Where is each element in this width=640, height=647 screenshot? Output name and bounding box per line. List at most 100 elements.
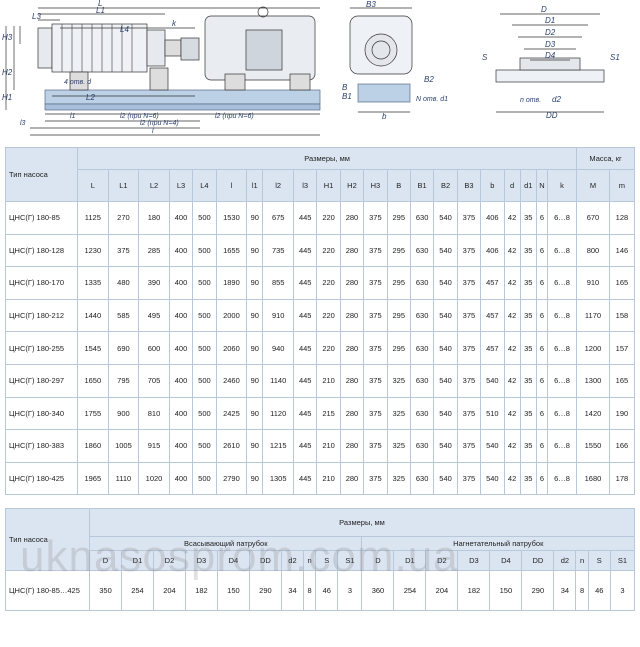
svg-text:l2 (при N=6): l2 (при N=6) bbox=[215, 113, 254, 120]
col-sub-header: L4 bbox=[192, 169, 217, 202]
dim-cell: 630 bbox=[409, 298, 435, 333]
svg-text:l1: l1 bbox=[70, 113, 76, 120]
dim-cell: 445 bbox=[292, 396, 318, 431]
dim-cell: 735 bbox=[262, 233, 294, 268]
col-sub-header: D bbox=[361, 550, 395, 571]
dim-cell: 540 bbox=[433, 233, 458, 268]
dim-cell: 375 bbox=[363, 396, 388, 431]
col-dims-header: Размеры, мм bbox=[76, 147, 578, 170]
dim-cell: 280 bbox=[339, 429, 365, 463]
col-sub-header: B2 bbox=[433, 169, 458, 202]
pump-type-cell: ЦНС(Г) 180-85…425 bbox=[5, 570, 90, 611]
dim-cell: 1230 bbox=[77, 233, 109, 268]
dim-cell: 35 bbox=[519, 233, 537, 268]
dim-cell: 2060 bbox=[215, 331, 248, 365]
dim-cell: 1110 bbox=[107, 461, 140, 496]
dim-cell: 500 bbox=[192, 331, 217, 365]
dim-cell: 215 bbox=[316, 396, 341, 431]
dim-cell: 375 bbox=[363, 331, 388, 365]
dim-cell: 295 bbox=[386, 201, 411, 235]
dim-cell: 630 bbox=[409, 266, 435, 300]
svg-text:D: D bbox=[541, 5, 547, 14]
dim-cell: 270 bbox=[107, 201, 140, 235]
dim-cell: 325 bbox=[386, 429, 411, 463]
svg-text:4 отв. d: 4 отв. d bbox=[64, 79, 92, 86]
dim-cell: 6 bbox=[535, 201, 548, 235]
svg-text:d2: d2 bbox=[552, 95, 561, 104]
dim-cell: 375 bbox=[456, 461, 482, 496]
dim-cell: 35 bbox=[519, 201, 537, 235]
col-sub-header: L3 bbox=[168, 169, 194, 202]
svg-text:B1: B1 bbox=[342, 92, 352, 101]
dim-cell: 6 bbox=[535, 233, 548, 268]
dim-cell: 1020 bbox=[138, 461, 170, 496]
dim-cell: 585 bbox=[107, 298, 140, 333]
dim-cell: 1530 bbox=[215, 201, 248, 235]
dim-cell: 254 bbox=[393, 570, 427, 611]
col-sub-header: D1 bbox=[120, 550, 154, 571]
col-sub-header: L bbox=[77, 169, 109, 202]
dim-cell: 375 bbox=[363, 201, 388, 235]
svg-text:l2 (при N=6): l2 (при N=6) bbox=[120, 113, 159, 120]
dim-cell: 220 bbox=[316, 233, 341, 268]
dim-cell: 1545 bbox=[77, 331, 109, 365]
dim-cell: 280 bbox=[339, 201, 365, 235]
dim-cell: 630 bbox=[409, 233, 435, 268]
col-sub-header: d2 bbox=[280, 550, 305, 571]
mass-cell: 165 bbox=[608, 266, 636, 300]
dim-cell: 375 bbox=[456, 201, 482, 235]
dim-cell: 34 bbox=[280, 570, 305, 611]
dim-cell: 6…8 bbox=[546, 201, 578, 235]
dim-cell: 46 bbox=[587, 570, 611, 611]
dim-cell: 6…8 bbox=[546, 363, 578, 398]
dim-cell: 1140 bbox=[262, 363, 294, 398]
dim-cell: 1005 bbox=[107, 429, 140, 463]
col-sub-header: L1 bbox=[107, 169, 140, 202]
dim-cell: 540 bbox=[433, 201, 458, 235]
dim-cell: 1335 bbox=[77, 266, 109, 300]
t2-col-dims-header: Размеры, мм bbox=[89, 508, 635, 537]
dim-cell: 375 bbox=[456, 396, 482, 431]
col-sub-header: l3 bbox=[292, 169, 318, 202]
mass-cell: 1550 bbox=[576, 429, 610, 463]
dim-cell: 630 bbox=[409, 461, 435, 496]
dim-cell: 42 bbox=[503, 298, 521, 333]
dim-cell: 6…8 bbox=[546, 461, 578, 496]
dim-cell: 445 bbox=[292, 298, 318, 333]
dim-cell: 295 bbox=[386, 266, 411, 300]
pump-type-cell: ЦНС(Г) 180-425 bbox=[5, 461, 78, 496]
dim-cell: 900 bbox=[107, 396, 140, 431]
dim-cell: 1755 bbox=[77, 396, 109, 431]
col-sub-header: B1 bbox=[409, 169, 435, 202]
dim-cell: 1305 bbox=[262, 461, 294, 496]
dim-cell: 220 bbox=[316, 266, 341, 300]
svg-text:b: b bbox=[382, 112, 387, 121]
dim-cell: 375 bbox=[363, 298, 388, 333]
col-sub-header: k bbox=[546, 169, 578, 202]
col-sub-header: B bbox=[386, 169, 411, 202]
svg-text:l2 (при N=4): l2 (при N=4) bbox=[140, 120, 179, 127]
svg-text:B: B bbox=[342, 83, 348, 92]
dim-cell: 42 bbox=[503, 201, 521, 235]
dim-cell: 500 bbox=[192, 233, 217, 268]
dim-cell: 457 bbox=[480, 298, 505, 333]
dim-cell: 540 bbox=[480, 429, 505, 463]
pump-type-cell: ЦНС(Г) 180-255 bbox=[5, 331, 78, 365]
dim-cell: 42 bbox=[503, 461, 521, 496]
dim-cell: 35 bbox=[519, 429, 537, 463]
dim-cell: 690 bbox=[107, 331, 140, 365]
dim-cell: 90 bbox=[246, 201, 264, 235]
dim-cell: 42 bbox=[503, 363, 521, 398]
dim-cell: 90 bbox=[246, 429, 264, 463]
dim-cell: 90 bbox=[246, 233, 264, 268]
col-mass-header: Масса, кг bbox=[576, 147, 635, 170]
dim-cell: 2000 bbox=[215, 298, 248, 333]
col-sub-header: b bbox=[480, 169, 505, 202]
dim-cell: 150 bbox=[489, 570, 523, 611]
dim-cell: 915 bbox=[138, 429, 170, 463]
side-view bbox=[5, 6, 321, 136]
dim-cell: 35 bbox=[519, 363, 537, 398]
